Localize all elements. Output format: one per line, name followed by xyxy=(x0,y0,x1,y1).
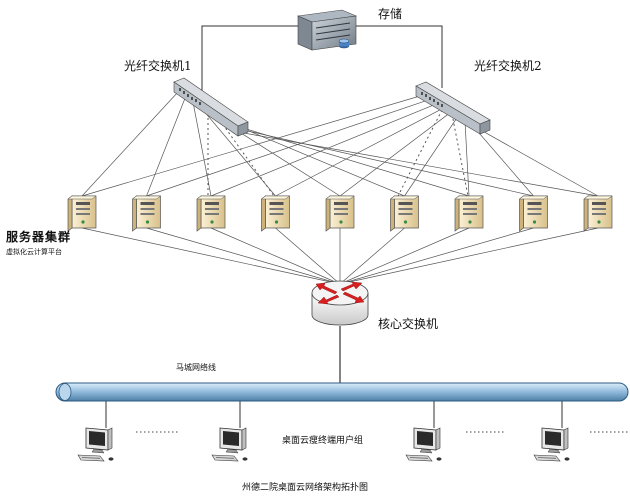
fiber-link xyxy=(146,99,428,197)
terminal-group-label: 桌面云瘦终端用户组 xyxy=(282,436,364,446)
fiber-link xyxy=(404,116,458,197)
storage-to-switch1-link xyxy=(201,25,300,92)
core-uplink xyxy=(339,227,405,285)
tower-server-icon xyxy=(454,195,484,232)
storage-label: 存储 xyxy=(378,7,403,21)
tower-server-icon xyxy=(325,195,355,232)
fiber-switch-1-label: 光纤交换机1 xyxy=(124,59,192,73)
fiber-mesh-links xyxy=(81,91,599,197)
fiber-switch-2-label: 光纤交换机2 xyxy=(474,59,542,73)
ring-bus-label: 马城网络线 xyxy=(176,363,216,372)
thin-client-terminal-icon xyxy=(77,427,114,462)
fiber-switch-2-icon xyxy=(415,81,491,135)
tower-server-icon xyxy=(67,195,97,232)
fiber-link xyxy=(146,96,186,197)
core-uplink xyxy=(81,227,341,285)
tower-server-icon xyxy=(260,195,291,232)
fiber-link xyxy=(192,101,212,197)
fiber-switch-1-icon xyxy=(173,77,249,137)
fiber-link xyxy=(237,131,599,197)
core-router-icon xyxy=(311,280,369,326)
terminal-links xyxy=(105,401,563,428)
ring-bus xyxy=(55,382,629,402)
fiber-link xyxy=(472,125,534,197)
storage-to-switch2-link xyxy=(356,25,443,88)
terminal-group xyxy=(77,427,570,462)
fiber-link xyxy=(230,126,534,197)
core-uplink xyxy=(339,227,599,285)
heartbeat-dotted-links xyxy=(207,108,469,197)
core-uplink xyxy=(275,227,341,285)
fiber-link xyxy=(81,95,421,197)
tower-server-icon xyxy=(389,195,420,232)
fiber-link xyxy=(275,108,443,197)
thin-client-terminal-icon xyxy=(405,427,442,462)
core-uplink xyxy=(210,227,341,285)
core-uplink xyxy=(146,227,341,285)
diagram-title: 州德二院桌面云网络架构拓扑图 xyxy=(242,483,369,493)
fiber-link xyxy=(200,106,276,197)
server-cluster-sub-label: 虚拟化云计算平台 xyxy=(6,248,62,256)
tower-server-icon xyxy=(131,195,162,232)
storage-links xyxy=(201,25,443,92)
server-cluster xyxy=(67,195,613,232)
tower-server-icon xyxy=(196,195,226,232)
tower-server-icon xyxy=(583,195,613,232)
core-links xyxy=(81,227,599,383)
core-uplink xyxy=(339,227,534,285)
storage-array-icon xyxy=(296,9,358,51)
heartbeat-link xyxy=(397,109,443,197)
thin-client-terminal-icon xyxy=(211,427,248,462)
server-cluster-label: 服务器集群 xyxy=(6,230,72,244)
fiber-link xyxy=(81,91,179,197)
thin-client-terminal-icon xyxy=(533,427,570,462)
fiber-link xyxy=(479,129,599,197)
heartbeat-link xyxy=(451,113,469,197)
tower-server-icon xyxy=(518,195,549,232)
fiber-link xyxy=(339,112,451,197)
core-switch-label: 核心交换机 xyxy=(378,317,439,331)
heartbeat-link xyxy=(213,111,275,197)
fiber-link xyxy=(210,104,436,197)
fiber-link xyxy=(222,121,470,197)
core-uplink xyxy=(339,227,470,285)
fiber-link xyxy=(464,121,470,197)
